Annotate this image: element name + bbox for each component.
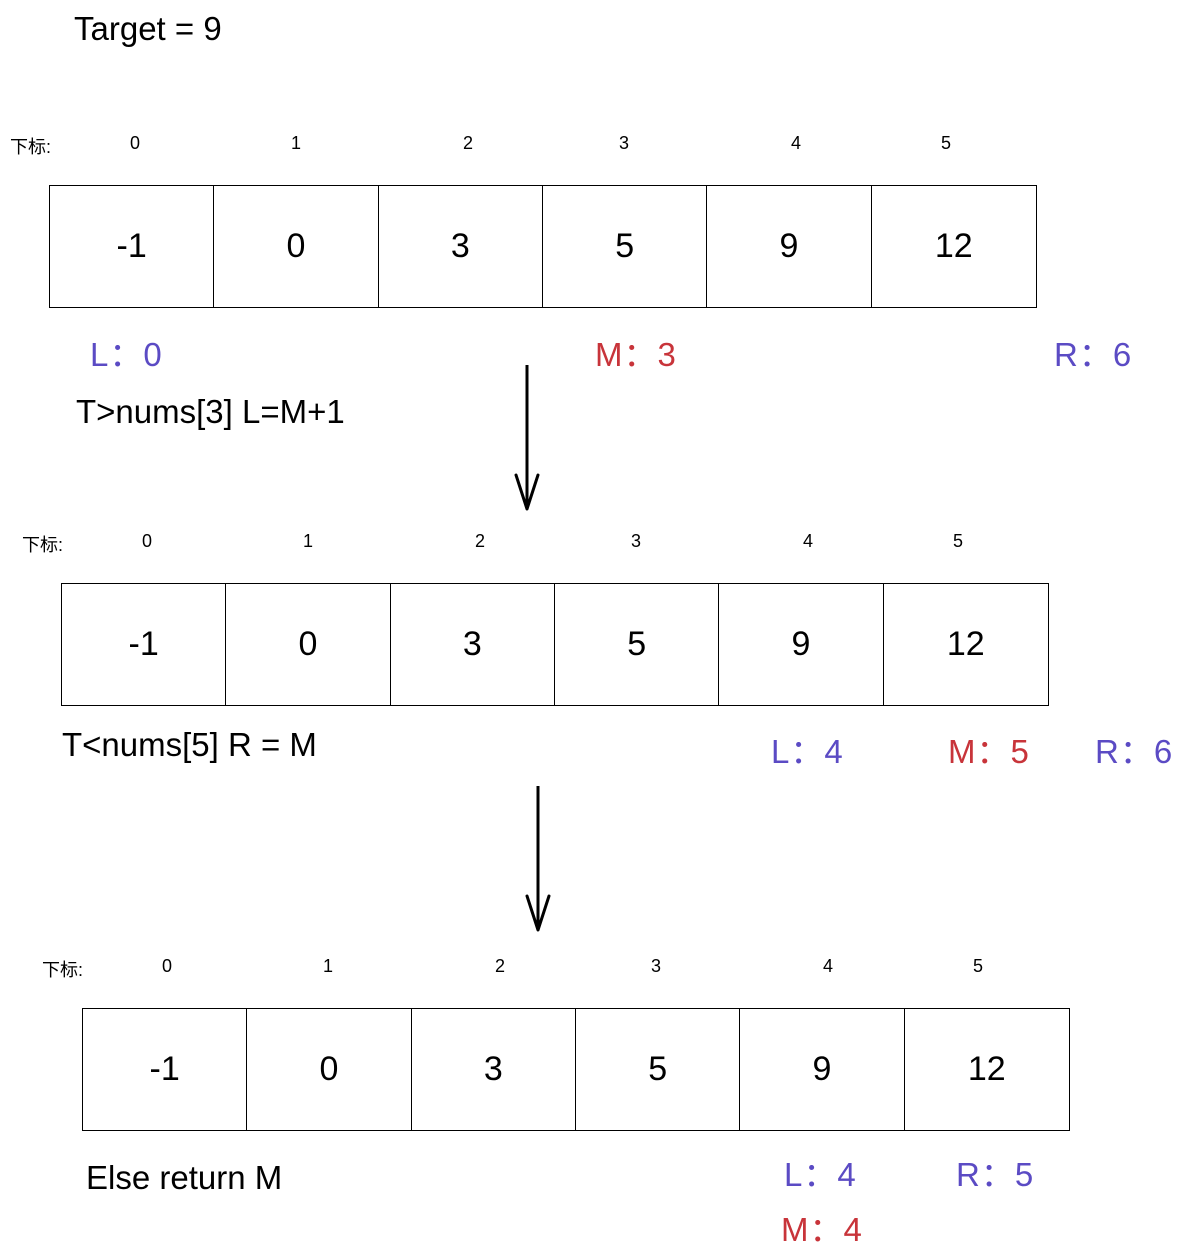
pointer-left: L：4 xyxy=(784,1156,857,1193)
index-0: 0 xyxy=(161,956,172,976)
array-cell: 9 xyxy=(707,186,872,307)
array-cell: 12 xyxy=(934,227,973,265)
index-5: 5 xyxy=(940,133,951,153)
condition-step-2: T<nums[5] R = M xyxy=(62,726,317,763)
index-2: 2 xyxy=(474,531,485,551)
index-4: 4 xyxy=(802,531,813,551)
index-0: 0 xyxy=(129,133,140,153)
array-cell: 0 xyxy=(247,1009,412,1130)
array-step-2: -1 0 3 5 9 12 xyxy=(61,583,1049,706)
array-cell: 0 xyxy=(214,186,379,307)
array-cell: 3 xyxy=(391,584,555,705)
pointer-left: L：0 xyxy=(90,336,163,373)
index-label: 下标: xyxy=(42,960,84,980)
down-arrow-icon xyxy=(525,786,551,932)
array-cell: 12 xyxy=(967,1050,1006,1088)
array-cell: 5 xyxy=(543,186,708,307)
index-4: 4 xyxy=(822,956,833,976)
index-label: 下标: xyxy=(10,137,52,157)
array-cell: 9 xyxy=(719,584,884,705)
pointer-left: L：4 xyxy=(771,733,844,770)
array-step-3: -1 0 3 5 9 12 xyxy=(82,1008,1070,1131)
array-cell: 12 xyxy=(946,625,985,663)
condition-step-1: T>nums[3] L=M+1 xyxy=(76,393,345,430)
pointer-mid: M：3 xyxy=(595,336,677,373)
index-3: 3 xyxy=(650,956,661,976)
pointer-right: R：5 xyxy=(956,1156,1035,1193)
array-cell: -1 xyxy=(83,1009,248,1130)
pointer-mid: M：4 xyxy=(781,1211,863,1248)
array-cell: 5 xyxy=(576,1009,741,1130)
index-2: 2 xyxy=(494,956,505,976)
index-5: 5 xyxy=(952,531,963,551)
index-4: 4 xyxy=(790,133,801,153)
array-cell: 3 xyxy=(412,1009,576,1130)
target-title: Target = 9 xyxy=(74,10,222,47)
pointer-mid: M：5 xyxy=(948,733,1030,770)
array-cell: 5 xyxy=(555,584,720,705)
index-1: 1 xyxy=(302,531,313,551)
index-label: 下标: xyxy=(22,535,64,555)
index-0: 0 xyxy=(141,531,152,551)
index-1: 1 xyxy=(290,133,301,153)
pointer-right: R：6 xyxy=(1095,733,1174,770)
array-cell: 0 xyxy=(226,584,391,705)
index-3: 3 xyxy=(630,531,641,551)
index-2: 2 xyxy=(462,133,473,153)
index-5: 5 xyxy=(972,956,983,976)
array-cell: -1 xyxy=(62,584,227,705)
array-cell: 3 xyxy=(379,186,543,307)
array-cell: 9 xyxy=(740,1009,905,1130)
index-1: 1 xyxy=(322,956,333,976)
down-arrow-icon xyxy=(514,365,540,511)
pointer-right: R：6 xyxy=(1054,336,1133,373)
index-3: 3 xyxy=(618,133,629,153)
array-cell: -1 xyxy=(50,186,215,307)
condition-step-3: Else return M xyxy=(86,1159,283,1196)
array-step-1: -1 0 3 5 9 12 xyxy=(49,185,1037,308)
